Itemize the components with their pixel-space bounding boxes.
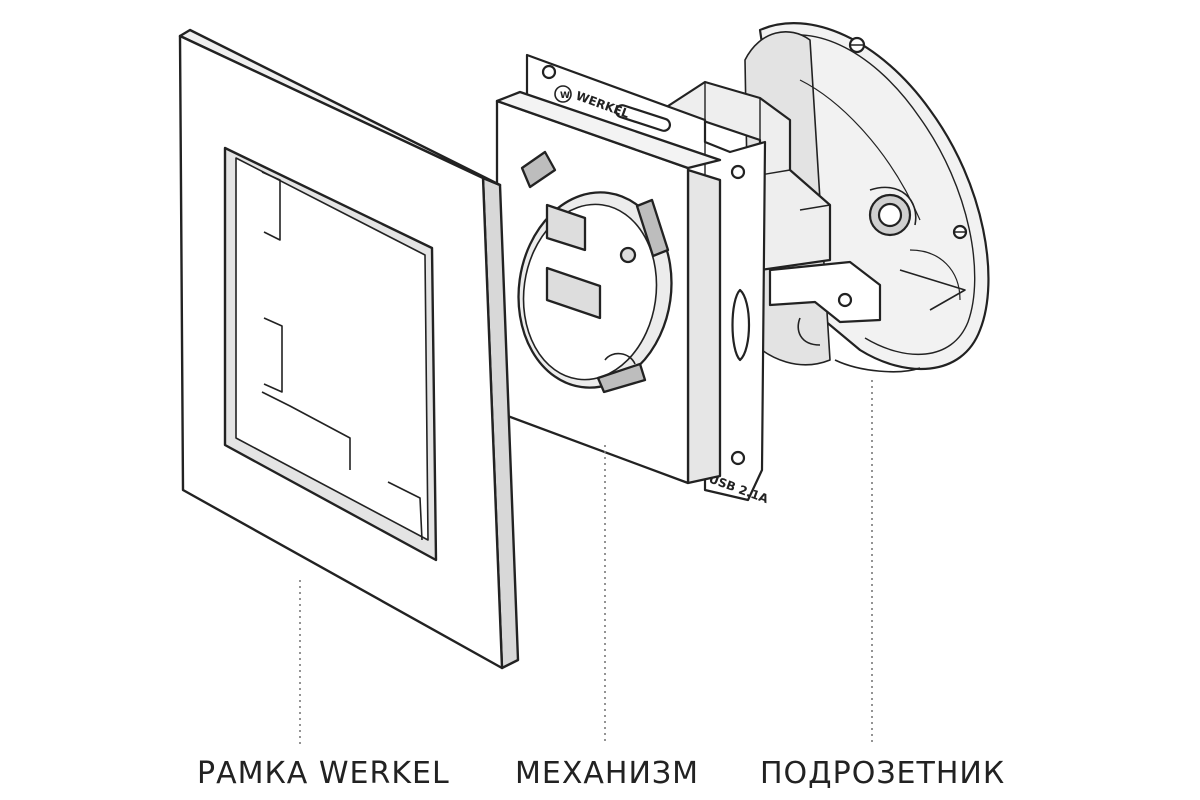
mechanism-socket-face xyxy=(495,90,722,485)
label-mechanism: МЕХАНИЗМ xyxy=(515,756,700,791)
label-frame: РАМКА WERKEL xyxy=(197,756,450,791)
label-box: ПОДРОЗЕТНИК xyxy=(760,756,1006,791)
leader-lines xyxy=(299,380,873,745)
frame xyxy=(178,28,520,670)
brand-w-icon: W xyxy=(560,91,570,101)
